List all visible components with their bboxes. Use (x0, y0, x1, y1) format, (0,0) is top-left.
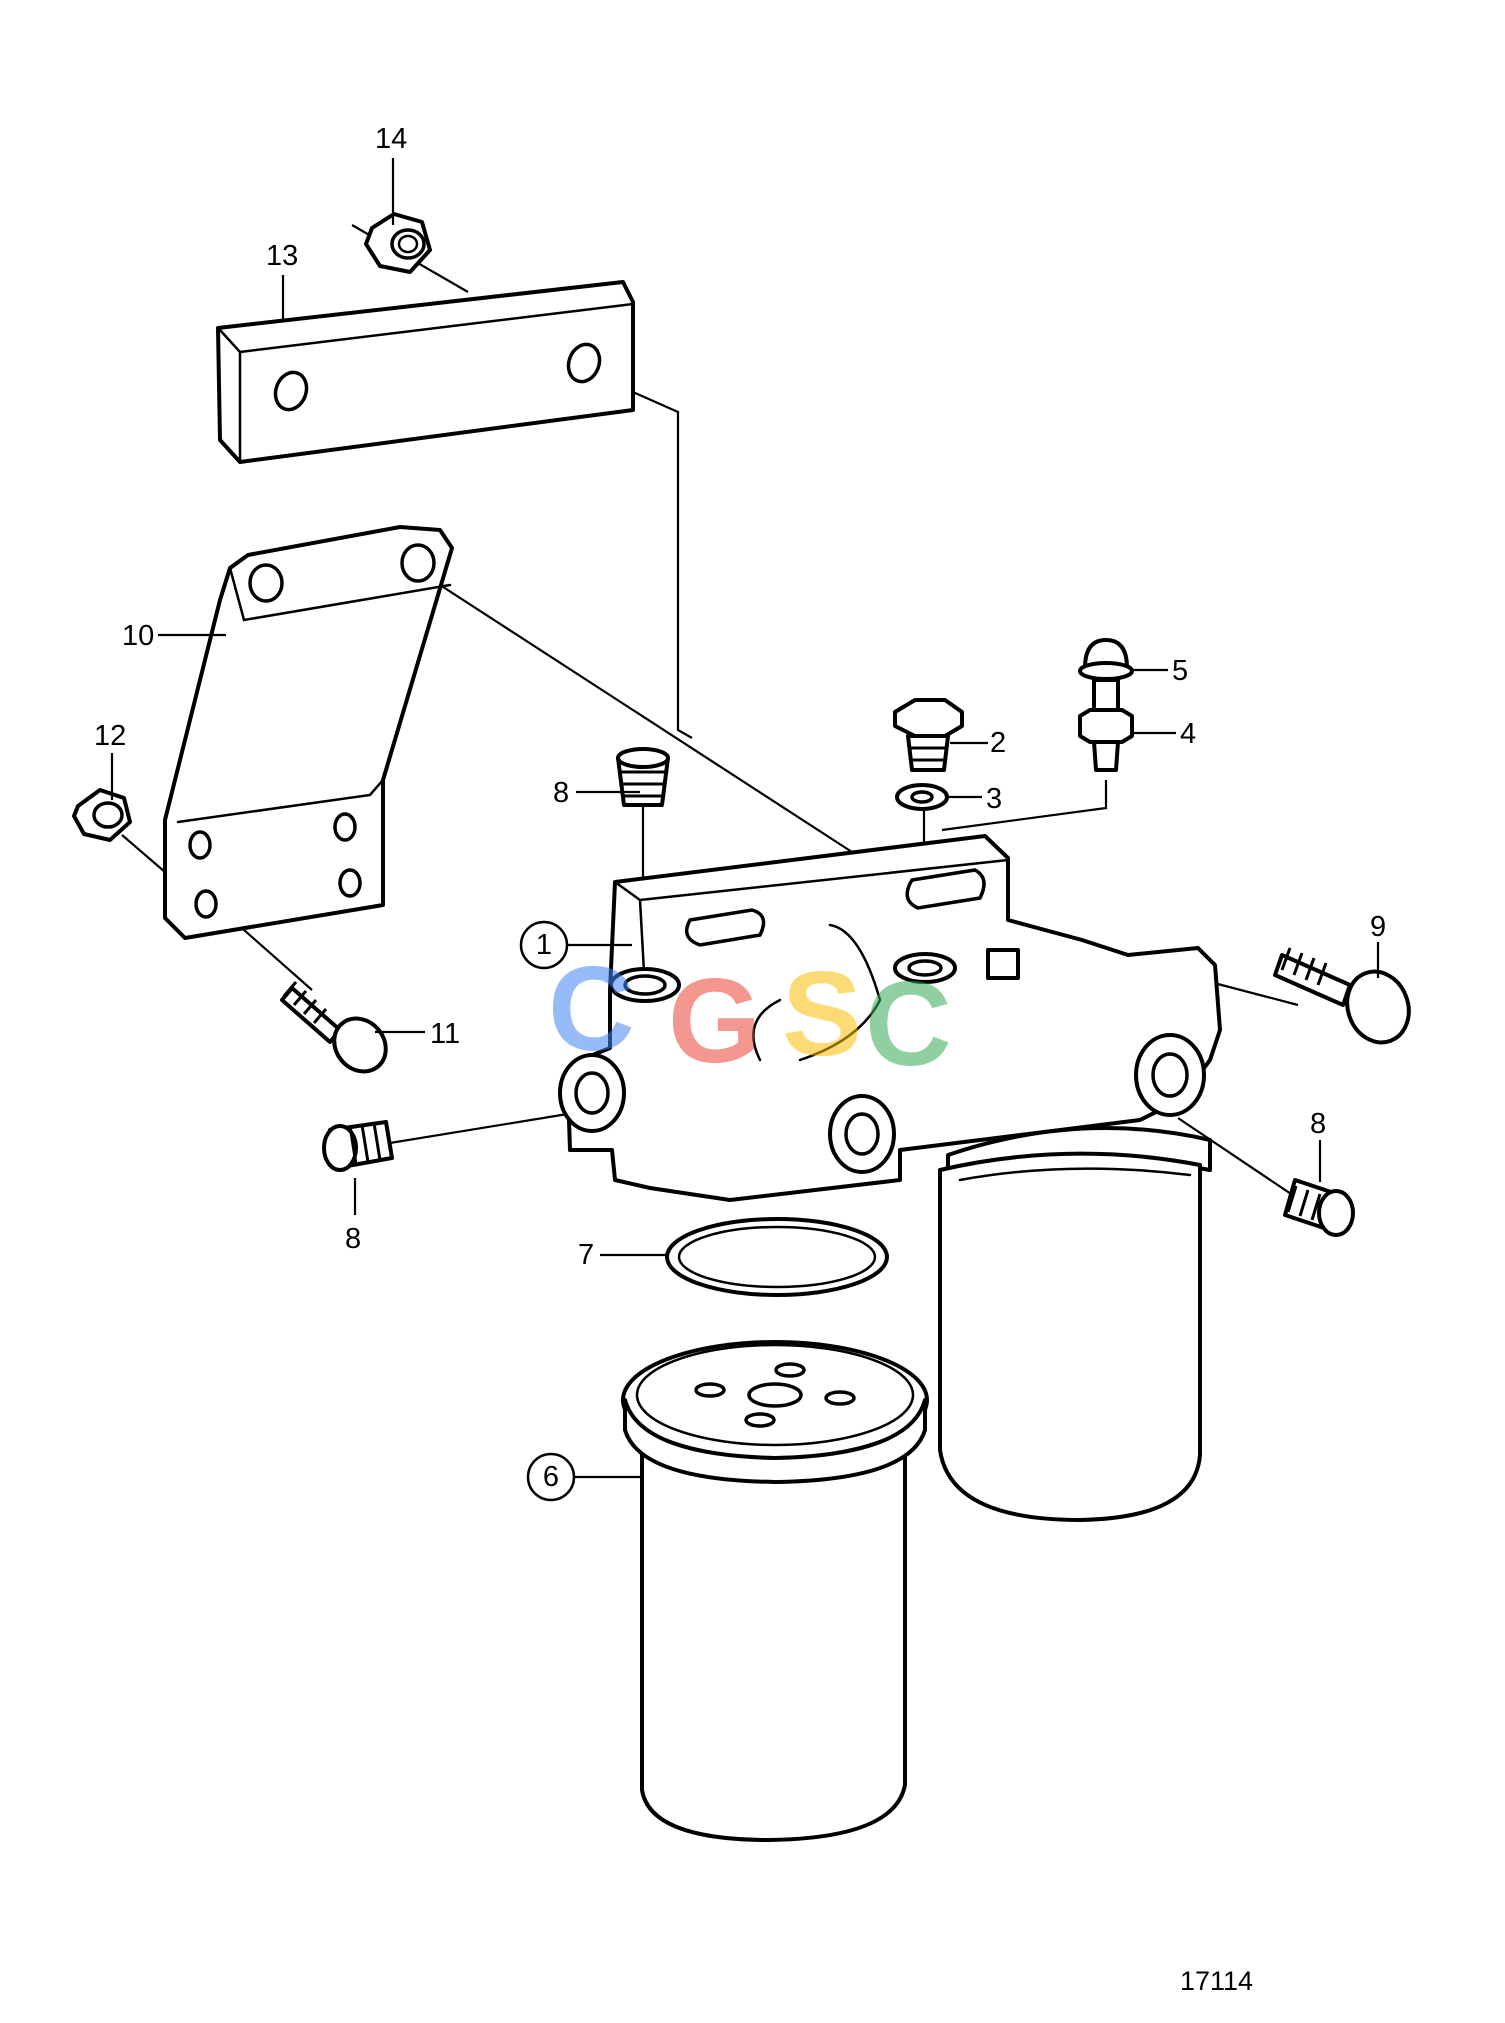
callout-9: 9 (1370, 911, 1386, 943)
watermark-letter-4: C (865, 957, 952, 1091)
plug-part-8-top (616, 747, 670, 807)
callout-10: 10 (122, 620, 154, 652)
callout-8-right: 8 (1310, 1108, 1326, 1140)
bolt-part-2 (893, 698, 964, 772)
washer-part-3 (895, 783, 949, 811)
filter-cartridge-installed (938, 1126, 1212, 1522)
callout-3: 3 (986, 783, 1002, 815)
callout-leaders (110, 158, 1380, 1479)
cap-part-5 (1078, 638, 1134, 681)
callout-1: 1 (536, 929, 552, 961)
watermark-letter-2: G (668, 954, 761, 1088)
callout-8-left: 8 (345, 1223, 361, 1255)
watermark: C G S C (548, 942, 952, 1091)
callout-8-top: 8 (553, 777, 569, 809)
callout-2: 2 (990, 727, 1006, 759)
callout-labels: 14 13 10 12 11 8 2 3 5 4 9 8 8 7 1 6 (94, 123, 1386, 1502)
callout-5: 5 (1172, 655, 1188, 687)
bolt-part-9 (1273, 947, 1411, 1045)
callout-6-ring (526, 1452, 576, 1502)
mounting-plate-part-13 (216, 280, 635, 464)
watermark-letter-1: C (548, 942, 635, 1076)
screw-part-11 (280, 981, 388, 1074)
callout-14: 14 (375, 123, 407, 155)
filter-head-part-1 (558, 834, 1222, 1202)
watermark-letter-3: S (782, 947, 862, 1081)
callout-12: 12 (94, 720, 126, 752)
callout-1-ring (519, 920, 569, 970)
plug-part-8-left (322, 1120, 394, 1172)
reference-number: 17114 (1180, 1966, 1253, 1996)
callout-7: 7 (578, 1239, 594, 1271)
filter-cartridge-part-6 (621, 1340, 929, 1842)
lock-nut-part-14 (364, 212, 432, 274)
bleed-nipple-part-4 (1078, 678, 1134, 772)
nut-part-12 (72, 788, 132, 842)
plug-part-8-right (1283, 1178, 1355, 1237)
bracket-part-10 (163, 525, 454, 940)
callout-6: 6 (543, 1461, 559, 1493)
callout-4: 4 (1180, 718, 1196, 750)
sealing-ring-part-7 (665, 1217, 889, 1297)
callout-11: 11 (430, 1018, 460, 1050)
callout-13: 13 (266, 240, 298, 272)
